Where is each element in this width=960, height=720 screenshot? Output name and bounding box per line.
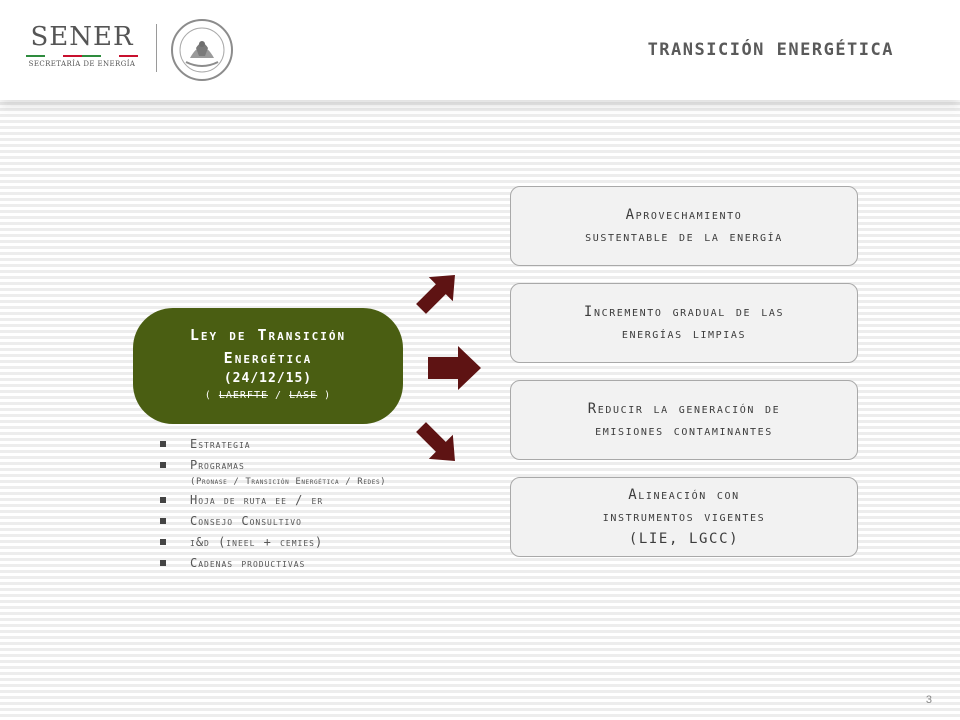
list-item: Hoja de ruta ee / er [160,490,480,511]
logo-subtitle: SECRETARÍA DE ENERGÍA [28,60,136,68]
list-item: Cadenas productivas [160,553,480,574]
law-slash: / [268,390,290,401]
arrow-down-right-icon [416,422,455,461]
law-box: Ley de Transición Energética (24/12/15) … [133,308,403,424]
law-laerfte: LAERFTE [218,390,268,401]
law-date: (24/12/15) [223,371,313,386]
header-title: TRANSICIÓN ENERGÉTICA [647,40,894,60]
list-item: Consejo Consultivo [160,511,480,532]
law-close-paren: ) [317,390,332,401]
logo-flag-bars [26,55,139,57]
list-item: Programas(Pronase / Transición Energétic… [160,455,480,490]
law-title-line1: Ley de Transición [189,326,347,344]
law-abrogated: ( LAERFTE / LASE ) [133,388,403,404]
arrow-right-icon [428,346,481,390]
sener-logo: SENER SECRETARÍA DE ENERGÍA [22,22,142,72]
law-open-paren: ( [204,390,219,401]
logo-word: SENER [30,22,134,52]
instruments-list: Estrategia Programas(Pronase / Transició… [160,434,480,574]
law-title-line2: Energética [223,349,313,367]
list-item-sub: (Pronase / Transición Energética / Redes… [190,477,387,487]
arrow-up-right-icon [416,275,455,314]
list-item: Estrategia [160,434,480,455]
header-bar: SENER SECRETARÍA DE ENERGÍA TRANSICIÓN E… [0,0,960,100]
law-lase: LASE [289,390,318,401]
seal-icon [171,19,233,81]
page-number: 3 [925,694,932,706]
list-item: i&d (ineel + cemies) [160,532,480,553]
header-divider [156,24,157,72]
